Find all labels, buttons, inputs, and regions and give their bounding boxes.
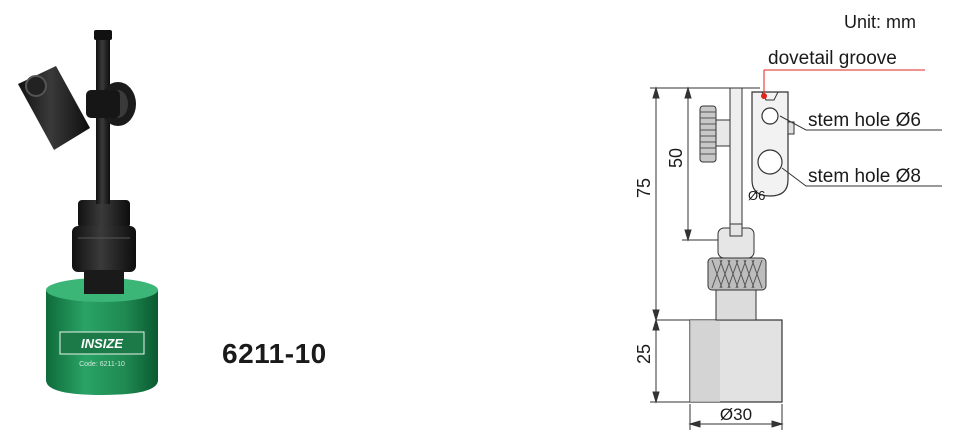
- unit-label: Unit: mm: [844, 12, 916, 32]
- callout-stem6: stem hole Ø6: [808, 110, 921, 131]
- magnetic-base: INSIZE Code: 6211-10: [46, 278, 158, 395]
- dim-25-label: 25: [634, 344, 654, 364]
- clamp-body: [751, 91, 795, 197]
- brand-label: INSIZE: [81, 336, 123, 351]
- callout-stem8: stem hole Ø8: [808, 166, 921, 187]
- dim-75-label: 75: [634, 178, 654, 198]
- base-code: Code: 6211-10: [79, 361, 125, 368]
- dim-50-line: [682, 86, 726, 242]
- knurled-nut: [707, 257, 767, 291]
- swivel-clamp: [18, 66, 136, 150]
- dim-25-line: [652, 309, 690, 331]
- dim-30-line: [688, 404, 784, 430]
- dim-base-label: Ø30: [720, 405, 752, 424]
- thumb-screw: [699, 105, 731, 163]
- dim-rod-label: Ø6: [748, 188, 765, 203]
- drawing-rod: [729, 87, 743, 225]
- vertical-rod: [96, 34, 110, 204]
- dovetail-marker: [761, 93, 767, 99]
- dim-50-label: 50: [666, 148, 686, 168]
- model-number: 6211-10: [222, 338, 327, 369]
- product-photo: INSIZE Code: 6211-10: [18, 30, 158, 395]
- callout-dovetail: dovetail groove: [768, 48, 897, 69]
- callout-leaders: [763, 69, 942, 187]
- clamp-nut: [72, 200, 136, 294]
